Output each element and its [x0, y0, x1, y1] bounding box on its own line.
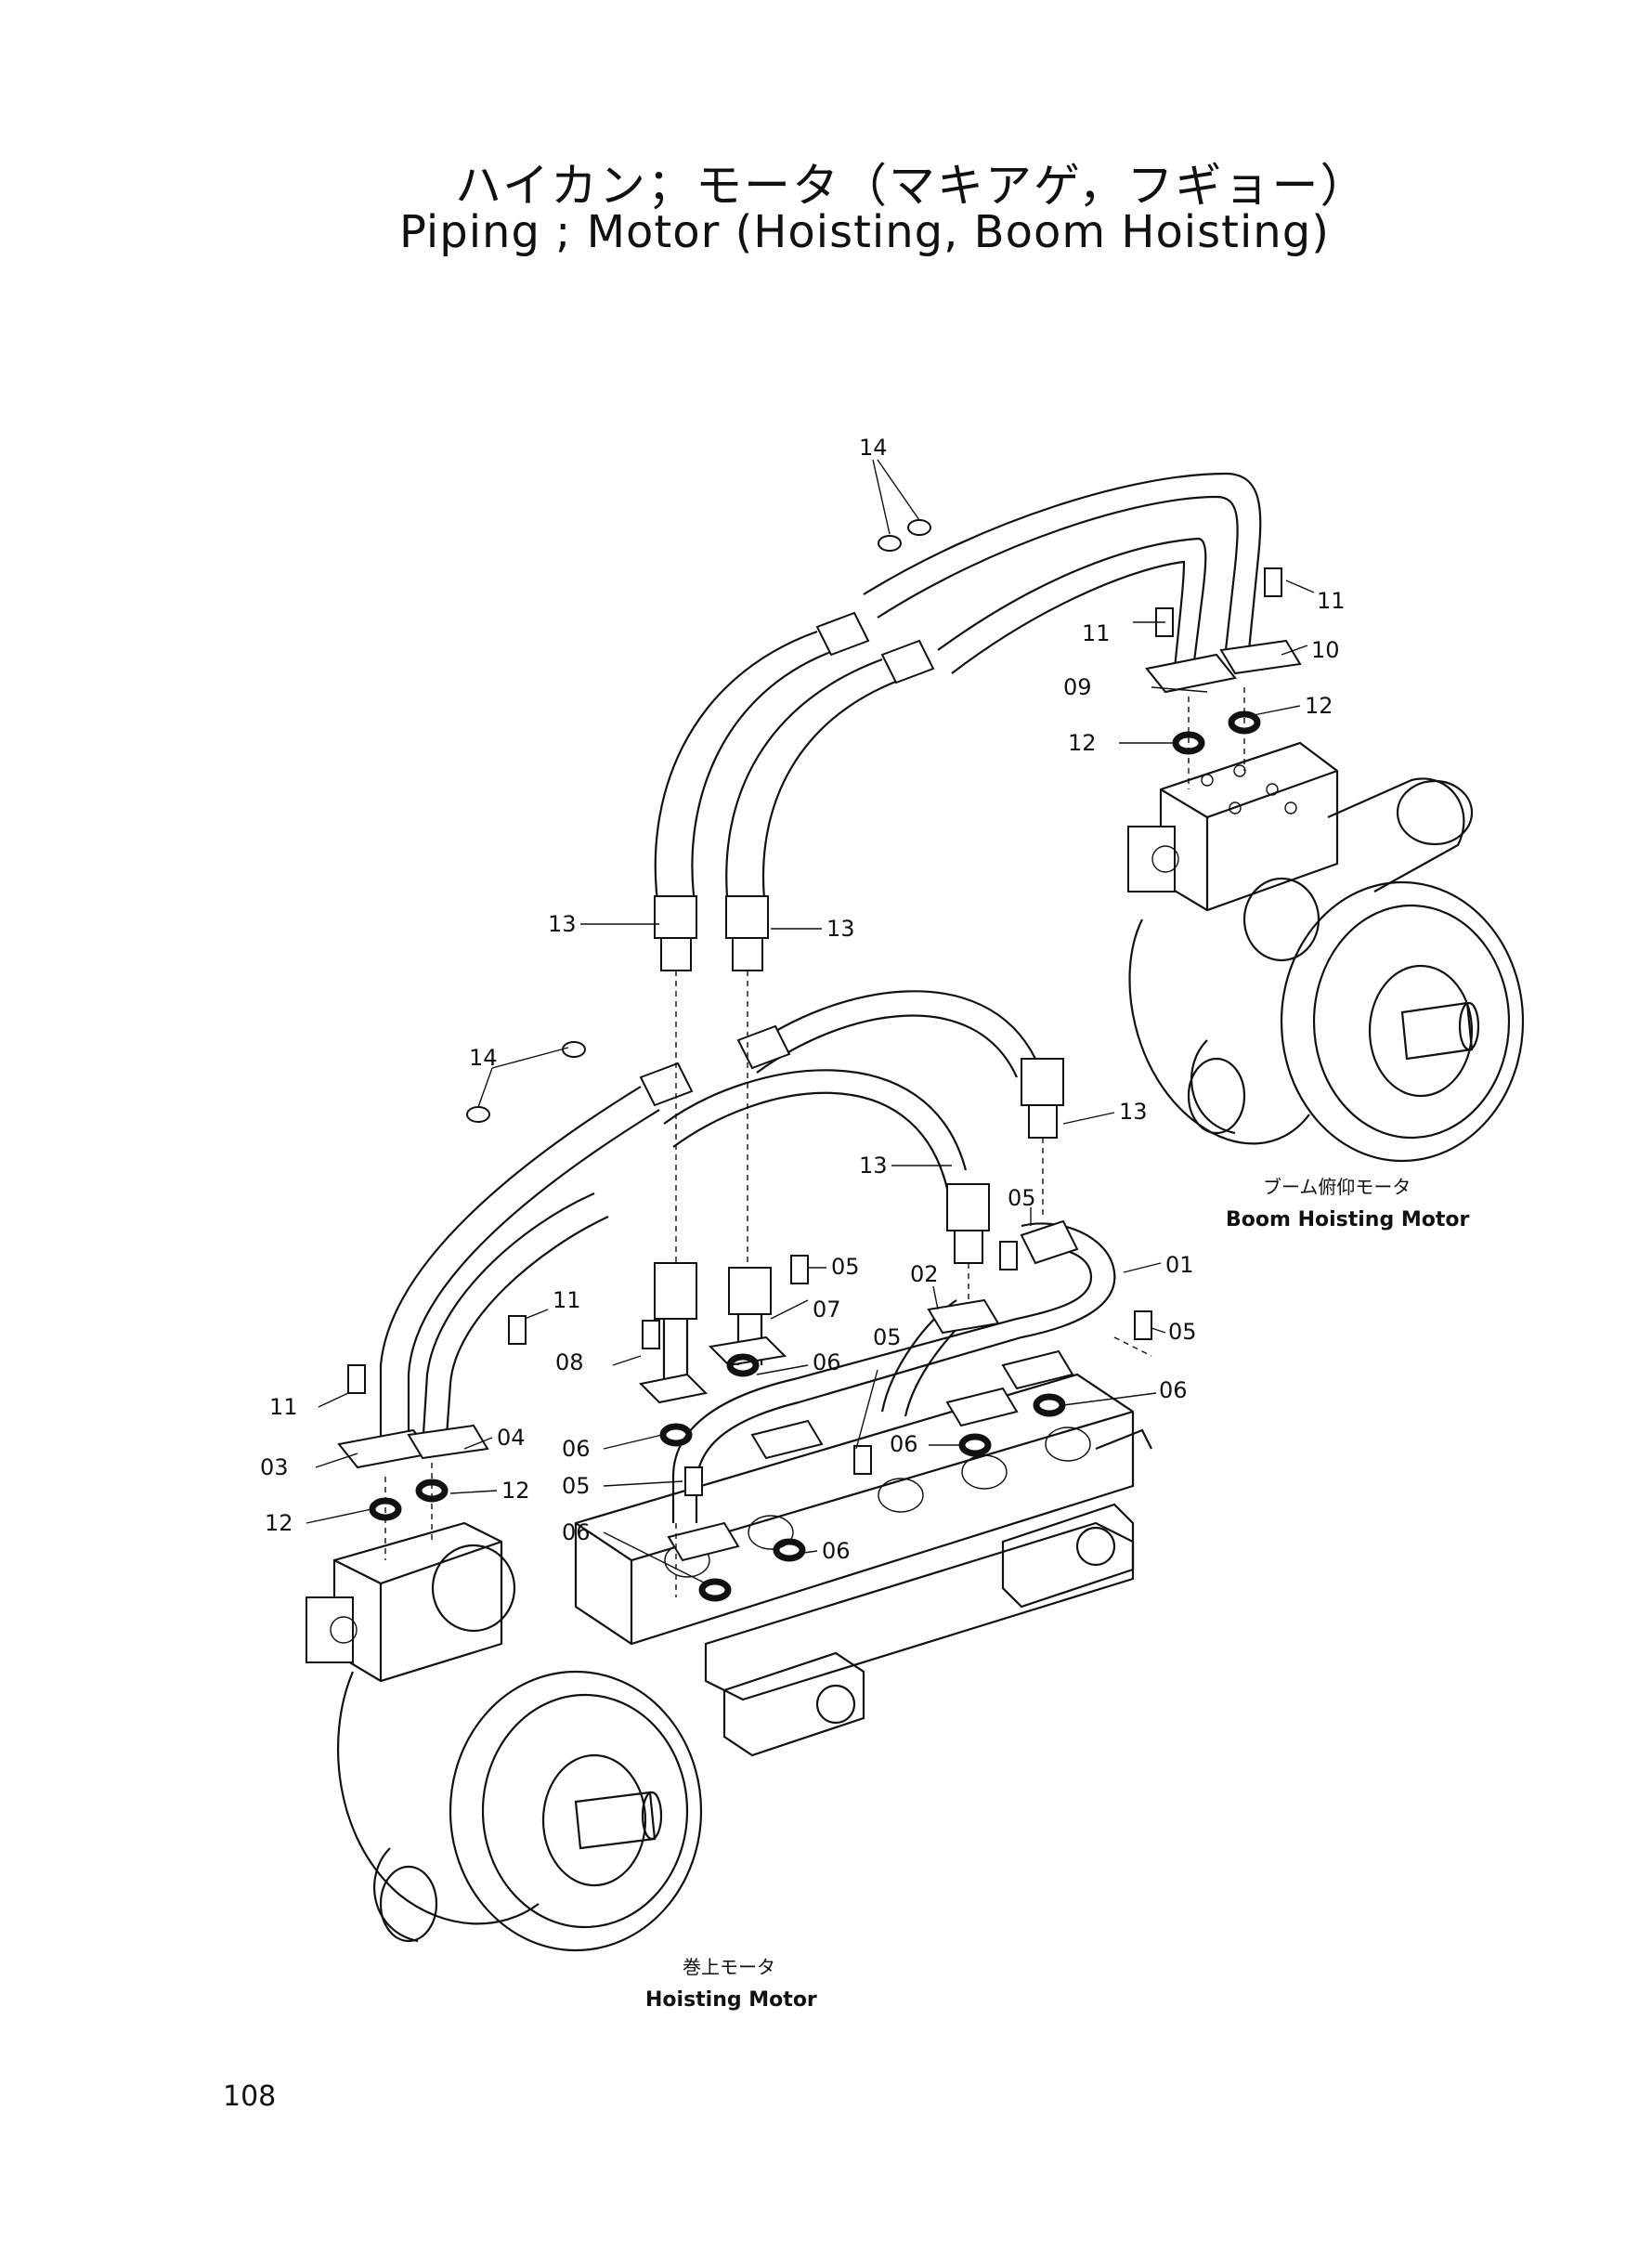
- callout-label: 05: [1008, 1185, 1036, 1211]
- callout-label: 11: [1082, 620, 1111, 646]
- upper-hose-assembly: [654, 472, 1302, 971]
- callout-label: 06: [813, 1349, 841, 1375]
- callout-label: 02: [910, 1261, 939, 1287]
- callout-label: 11: [553, 1287, 581, 1313]
- callout-label: 05: [831, 1254, 860, 1280]
- hoisting-motor: [306, 1521, 703, 1952]
- boom-motor-label-en: Boom Hoisting Motor: [1226, 1208, 1470, 1231]
- callout-label: 06: [562, 1519, 591, 1545]
- callout-label: 03: [260, 1454, 289, 1480]
- seal-rings: [369, 710, 1261, 1602]
- callout-label: 04: [497, 1425, 526, 1451]
- callout-label: 05: [873, 1324, 902, 1350]
- control-valve-block: [574, 1373, 1152, 1757]
- callout-label: 05: [1168, 1319, 1197, 1345]
- callout-label: 12: [1068, 730, 1097, 756]
- center-piping: [638, 653, 1237, 1562]
- page-number: 108: [223, 2080, 277, 2113]
- motor-labels: ブーム俯仰モータ Boom Hoisting Motor 巻上モータ Hoist…: [645, 1176, 1470, 2012]
- callout-label: 05: [562, 1473, 591, 1499]
- page-title-japanese: ハイカン；モータ（マキアゲ，フギョー）: [455, 159, 1369, 213]
- callout-label: 01: [1165, 1252, 1194, 1278]
- boom-hoisting-motor: [1127, 741, 1525, 1163]
- callout-label: 06: [562, 1436, 591, 1462]
- callout-label: 12: [265, 1510, 293, 1536]
- callout-label: 07: [813, 1296, 841, 1322]
- callout-label: 13: [1119, 1099, 1148, 1125]
- callout-label: 06: [822, 1538, 851, 1564]
- callout-label: 06: [1159, 1377, 1188, 1403]
- callout-label: 13: [548, 911, 577, 937]
- hoisting-motor-label-jp: 巻上モータ: [683, 1956, 775, 1978]
- callout-label: 13: [859, 1153, 888, 1179]
- callout-label: 14: [859, 435, 888, 461]
- callout-label: 10: [1311, 637, 1340, 663]
- callout-label: 12: [501, 1478, 530, 1504]
- hoisting-motor-label-en: Hoisting Motor: [645, 1988, 817, 2012]
- leader-lines: [306, 459, 1315, 1584]
- page-title-english: Piping ; Motor (Hoisting, Boom Hoisting): [399, 206, 1330, 258]
- bolts-and-plugs: [347, 519, 1282, 1496]
- callout-label: 11: [269, 1394, 298, 1420]
- callout-label: 14: [469, 1045, 498, 1071]
- callout-label: 13: [826, 916, 855, 942]
- callout-label: 12: [1305, 693, 1333, 719]
- callout-labels: 14 11 11 10 09 12 12 13 13 14 13 13 05 0…: [260, 435, 1346, 1564]
- boom-motor-label-jp: ブーム俯仰モータ: [1263, 1176, 1411, 1198]
- lower-hose-assembly: [337, 990, 1064, 1469]
- callout-label: 09: [1063, 674, 1092, 700]
- callout-label: 06: [890, 1431, 918, 1457]
- callout-label: 11: [1317, 588, 1346, 614]
- callout-label: 08: [555, 1349, 584, 1375]
- assembly-centerlines: [384, 687, 1245, 1597]
